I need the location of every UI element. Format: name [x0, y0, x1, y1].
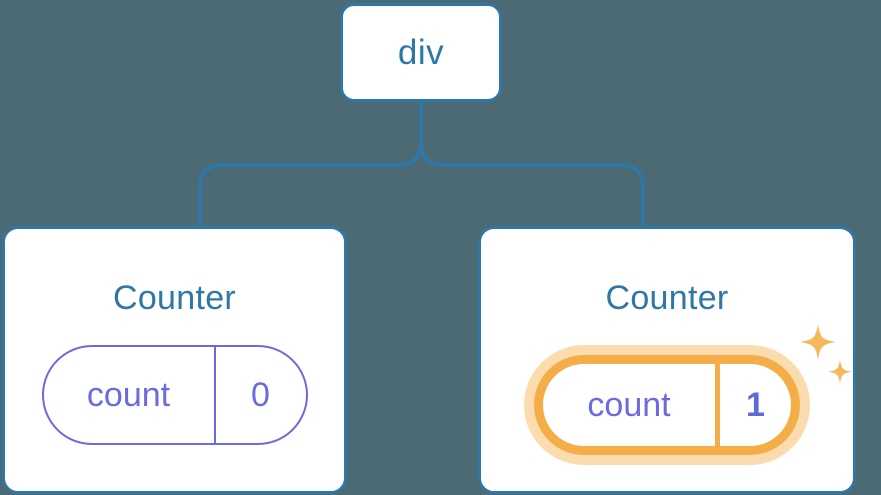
state-pill-highlight-glow: count 1 [524, 345, 810, 465]
state-pill-left[interactable]: count 0 [41, 345, 308, 445]
state-key-cell-left: count [44, 347, 216, 443]
connector-left-branch [198, 140, 423, 228]
tree-node-counter-right[interactable]: Counter count 1 [478, 226, 856, 494]
state-value-label-left: 0 [251, 376, 270, 414]
connector-right-branch [419, 99, 645, 228]
root-node-label: div [397, 33, 445, 72]
state-pill-wrapper-right: count 1 [524, 345, 810, 465]
state-value-cell-left: 0 [216, 347, 306, 443]
counter-title-left: Counter [112, 279, 237, 317]
tree-node-root-div[interactable]: div [340, 3, 502, 102]
counter-title-right: Counter [605, 279, 729, 317]
state-key-label-right: count [587, 386, 671, 424]
state-key-cell-right: count [543, 364, 720, 446]
state-value-cell-right: 1 [720, 364, 791, 446]
tree-node-counter-left[interactable]: Counter count 0 [2, 226, 347, 494]
state-pill-right[interactable]: count 1 [534, 355, 800, 455]
state-pill-wrapper-left: count 0 [41, 345, 308, 445]
state-value-label-right: 1 [746, 386, 765, 424]
state-key-label-left: count [86, 376, 171, 414]
